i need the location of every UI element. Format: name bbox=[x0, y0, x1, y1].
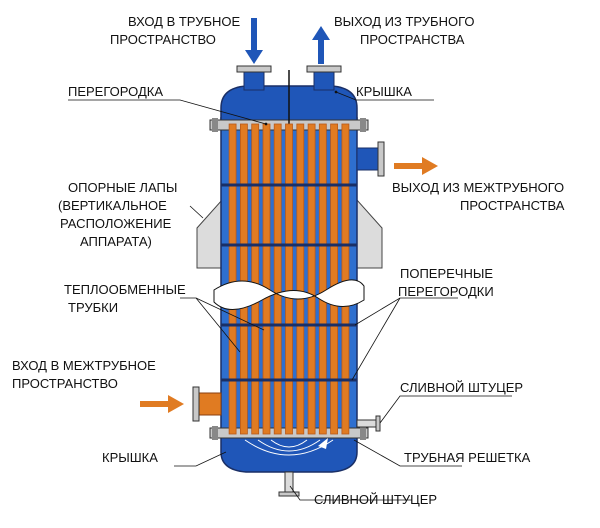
side-drain-nozzle bbox=[356, 419, 378, 428]
heat-exchange-tubes bbox=[228, 123, 350, 435]
bottom-flange-bolts bbox=[212, 426, 366, 440]
shell-inlet-nozzle bbox=[197, 392, 222, 416]
tube bbox=[228, 123, 237, 435]
label-tubes: ТЕПЛООБМЕННЫЕ ТРУБКИ bbox=[64, 282, 189, 315]
label-tube-outlet: ВЫХОД ИЗ ТРУБНОГО ПРОСТРАНСТВА bbox=[334, 14, 478, 47]
label-tube-inlet: ВХОД В ТРУБНОЕ ПРОСТРАНСТВО bbox=[110, 14, 244, 47]
label-cross-baffles: ПОПЕРЕЧНЫЕ ПЕРЕГОРОДКИ bbox=[398, 266, 497, 299]
tube bbox=[307, 123, 316, 435]
tube-inlet-nozzle bbox=[243, 69, 265, 91]
tube bbox=[251, 123, 260, 435]
tube-outlet-arrow bbox=[312, 26, 330, 64]
tube bbox=[296, 123, 305, 435]
label-drain-bottom: СЛИВНОЙ ШТУЦЕР bbox=[314, 492, 437, 507]
label-shell-inlet: ВХОД В МЕЖТРУБНОЕ ПРОСТРАНСТВО bbox=[12, 358, 159, 391]
tube bbox=[330, 123, 339, 435]
tube bbox=[273, 123, 282, 435]
support-leg-left bbox=[196, 198, 223, 269]
label-shell-outlet: ВЫХОД ИЗ МЕЖТРУБНОГО ПРОСТРАНСТВА bbox=[392, 180, 568, 213]
cross-baffles bbox=[221, 183, 357, 382]
label-tube-sheet: ТРУБНАЯ РЕШЕТКА bbox=[404, 450, 531, 465]
leader-lines bbox=[68, 90, 512, 501]
shell-inlet-arrow bbox=[140, 395, 184, 413]
tube bbox=[341, 123, 350, 435]
tube bbox=[285, 123, 293, 435]
shell-outlet-flange bbox=[377, 141, 385, 177]
label-partition: ПЕРЕГОРОДКА bbox=[68, 84, 163, 99]
tube bbox=[318, 123, 327, 435]
bottom-flow-arc-3 bbox=[270, 439, 308, 448]
side-drain-flange bbox=[375, 415, 381, 432]
label-support-legs: ОПОРНЫЕ ЛАПЫ (ВЕРТИКАЛЬНОЕ РАСПОЛОЖЕНИЕ … bbox=[58, 180, 181, 249]
support-leg-right bbox=[356, 198, 383, 269]
tube-inlet-nozzle-flange bbox=[236, 65, 272, 73]
tube bbox=[262, 123, 271, 435]
bottom-flow-arc-2 bbox=[257, 439, 321, 452]
bottom-drain-flange bbox=[278, 491, 300, 497]
tube-inlet-arrow bbox=[245, 18, 263, 64]
tube bbox=[239, 123, 248, 435]
label-cover-bottom: КРЫШКА bbox=[102, 450, 158, 465]
shell-outlet-arrow bbox=[394, 157, 438, 175]
tube-outlet-nozzle-flange bbox=[306, 65, 342, 73]
tube-outlet-nozzle bbox=[313, 69, 335, 91]
top-flange-bolts bbox=[212, 118, 366, 132]
break-line bbox=[213, 279, 365, 310]
shell-inlet-flange bbox=[192, 386, 200, 422]
bottom-flow-arrowhead bbox=[318, 438, 328, 449]
label-cover-top: КРЫШКА bbox=[356, 84, 412, 99]
label-drain-side: СЛИВНОЙ ШТУЦЕР bbox=[400, 380, 523, 395]
shell-outlet-nozzle bbox=[356, 147, 380, 171]
bottom-drain-nozzle bbox=[284, 471, 294, 495]
